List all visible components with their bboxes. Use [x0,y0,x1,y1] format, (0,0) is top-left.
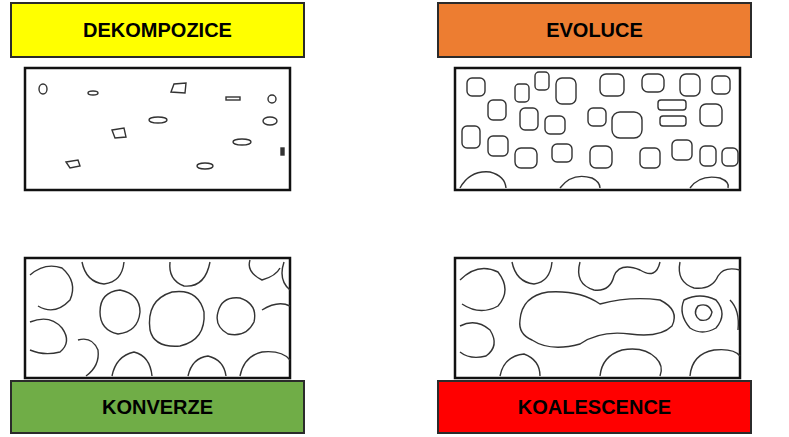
label-box: DEKOMPOZICE [10,2,305,58]
stage-label: KONVERZE [102,396,213,419]
stage-label: DEKOMPOZICE [83,19,232,42]
label-box: KONVERZE [10,380,305,434]
stage-label: KOALESCENCE [518,396,671,419]
label-box: EVOLUCE [437,2,752,58]
label-box: KOALESCENCE [437,380,752,434]
stage-label: EVOLUCE [546,19,643,42]
